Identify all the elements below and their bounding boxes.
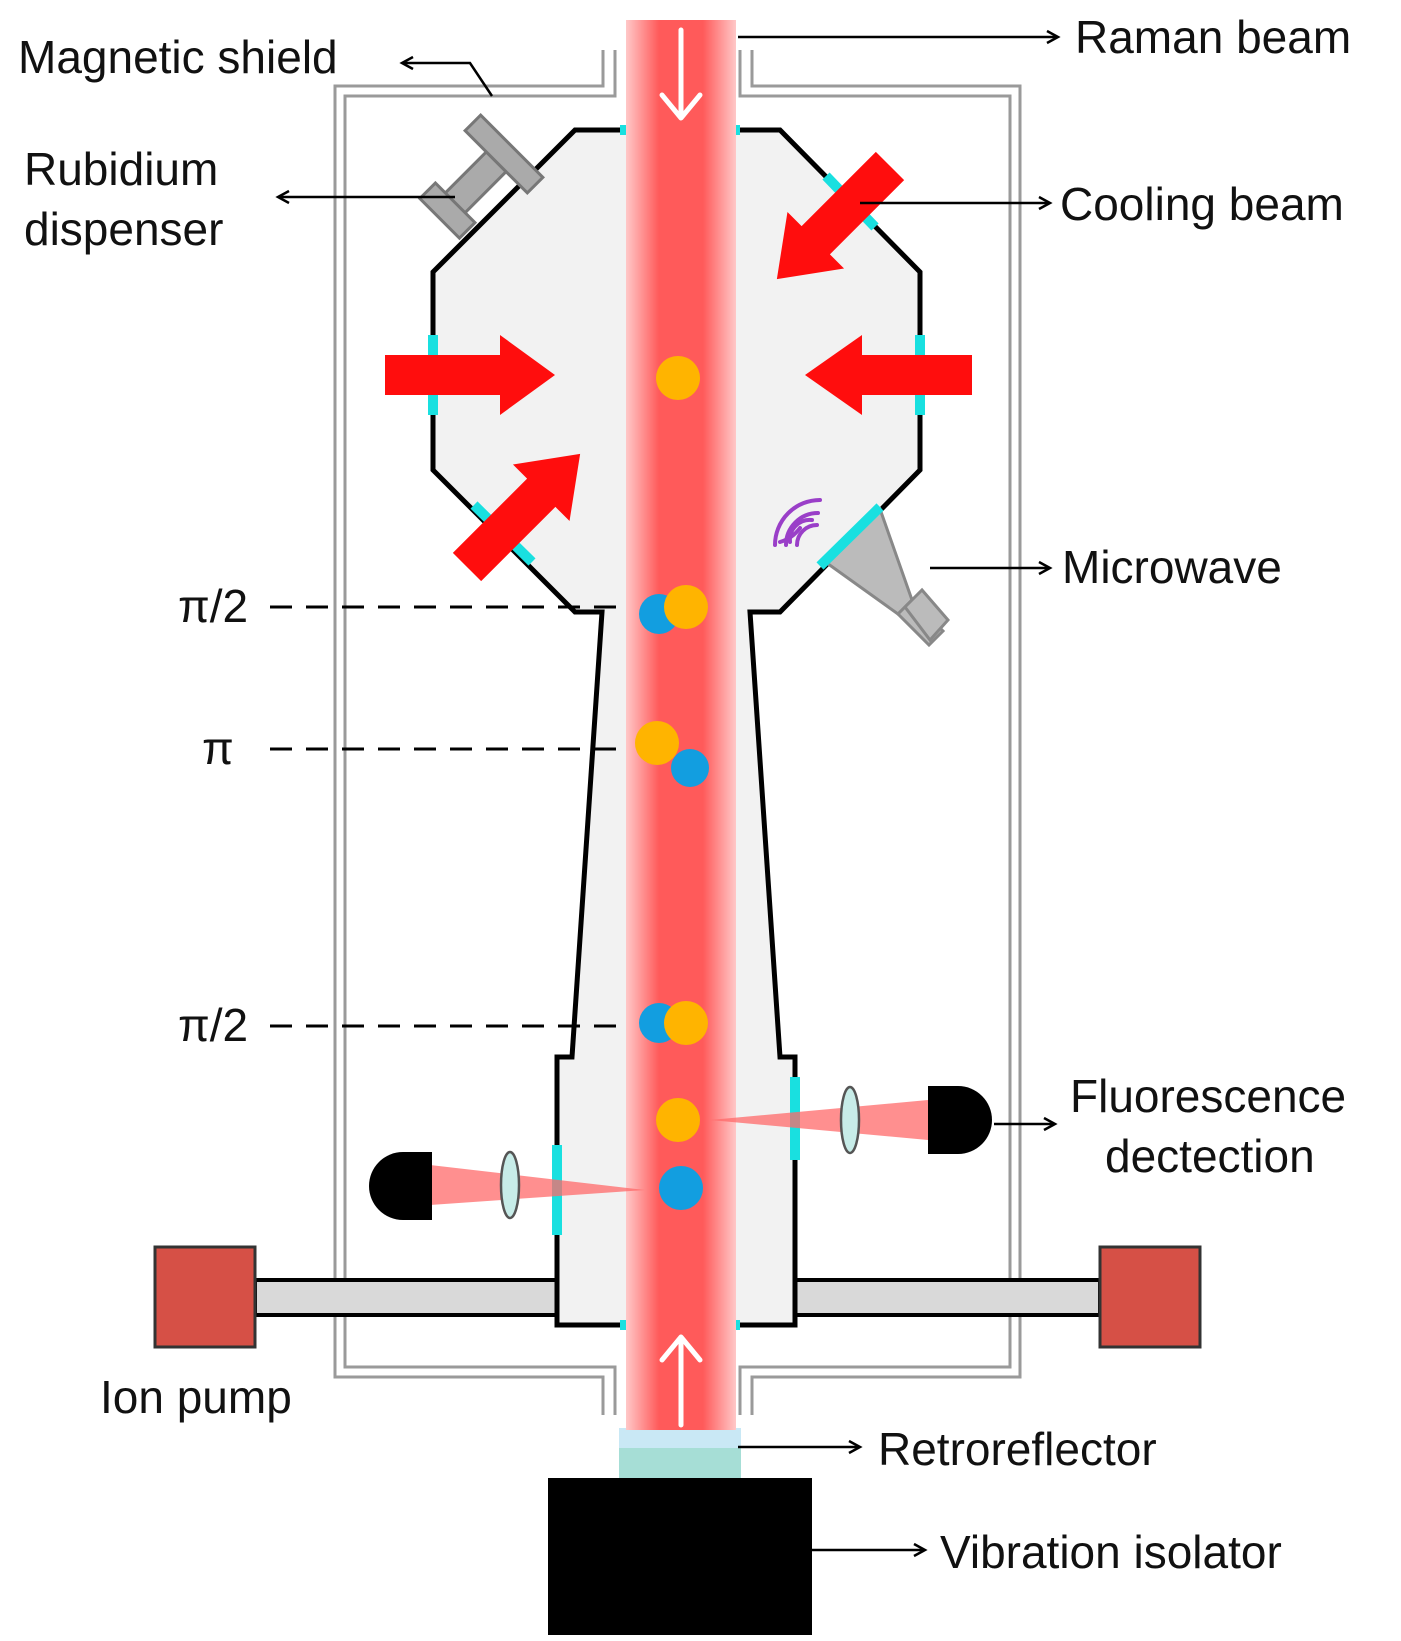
lens-icon xyxy=(499,1150,521,1220)
fluorescence-cone-left xyxy=(430,1165,645,1205)
ion-pump-left xyxy=(153,1245,257,1349)
atom-cloud xyxy=(664,1001,708,1045)
ion-pump-tube-left xyxy=(253,1278,562,1317)
atom-cloud xyxy=(664,585,708,629)
label-cooling-beam: Cooling beam xyxy=(1060,178,1344,230)
microwave-wave-icon xyxy=(773,498,822,547)
label-microwave: Microwave xyxy=(1062,541,1282,593)
lens-icon xyxy=(839,1085,861,1155)
label-pulse-pi2-bottom: π/2 xyxy=(178,999,248,1051)
photodetector-icon xyxy=(369,1152,432,1220)
atom-cloud xyxy=(635,721,679,765)
label-pulse-pi2-top: π/2 xyxy=(178,580,248,632)
ion-pump-right xyxy=(1098,1245,1202,1349)
beam-direction-arrows xyxy=(659,27,703,1428)
leader-lines xyxy=(275,29,1061,1558)
photodetector-icon xyxy=(928,1086,992,1154)
atom-cloud xyxy=(656,1098,700,1142)
label-magnetic-shield: Magnetic shield xyxy=(18,31,338,83)
raman-beam xyxy=(626,20,736,1430)
atom-cloud xyxy=(671,749,709,787)
atom-cloud xyxy=(656,356,700,400)
cooling-arrow-left xyxy=(385,335,555,415)
cooling-arrow-lower-left xyxy=(452,453,581,582)
fluorescence-cone-right xyxy=(710,1100,928,1140)
cooling-arrow-right xyxy=(805,335,972,415)
label-rubidium-dispenser-line2: dispenser xyxy=(24,203,223,255)
cooling-beam-arrows xyxy=(385,151,972,582)
label-ion-pump: Ion pump xyxy=(100,1371,292,1423)
atom-cloud xyxy=(659,1166,703,1210)
ion-pump-tube-right xyxy=(793,1278,1102,1317)
label-rubidium-dispenser-line1: Rubidium xyxy=(24,143,218,195)
magnetic-shield xyxy=(333,50,1022,1415)
label-vibration-isolator: Vibration isolator xyxy=(940,1526,1282,1578)
vibration-isolator xyxy=(548,1478,812,1635)
retroreflector-mount xyxy=(619,1448,741,1478)
label-retroreflector: Retroreflector xyxy=(878,1423,1157,1475)
label-raman-beam: Raman beam xyxy=(1075,11,1351,63)
label-pulse-pi: π xyxy=(202,722,234,774)
pulse-markers xyxy=(270,605,620,1028)
ion-pump-assembly xyxy=(153,1245,1202,1349)
atom-clouds xyxy=(635,356,709,1210)
fluorescence-detection-optics xyxy=(369,1085,992,1220)
retroreflector xyxy=(619,1428,741,1448)
cooling-arrow-upper-right xyxy=(776,151,905,280)
label-fluorescence-line1: Fluorescence xyxy=(1070,1070,1346,1122)
label-fluorescence-line2: dectection xyxy=(1105,1130,1315,1182)
